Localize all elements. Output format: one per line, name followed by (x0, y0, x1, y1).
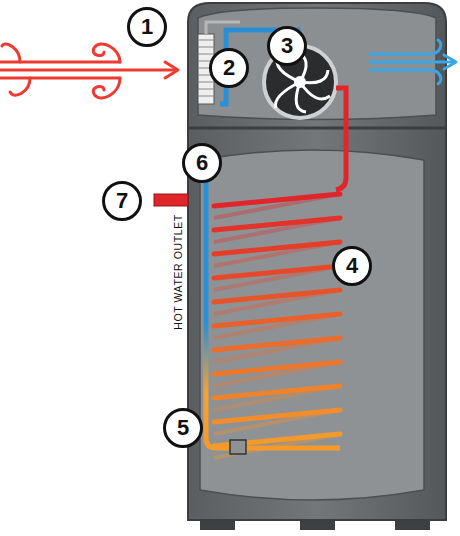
callout-circle: 4 (332, 246, 372, 286)
expansion-valve (230, 440, 246, 454)
hot-refrigerant-pipe (336, 88, 346, 190)
part-label: HOT WATER OUTLET (172, 214, 184, 330)
callout-circle: 1 (127, 7, 167, 47)
callout-number: 1 (141, 16, 153, 38)
condenser-coil (214, 194, 340, 458)
callout-number: 2 (223, 57, 235, 79)
callout-number: 4 (346, 255, 358, 277)
callout-number: 5 (177, 417, 189, 439)
callout-number: 7 (116, 190, 128, 212)
callout-circle: 5 (163, 408, 203, 448)
cool-air-arrow (370, 40, 456, 84)
callout-circle: 2 (209, 48, 249, 88)
warm-air-arrow (0, 44, 178, 98)
outlet-label: HOT WATER OUTLET (168, 214, 186, 330)
top-panel (198, 8, 436, 120)
callout-number: 6 (196, 152, 208, 174)
return-pipe (244, 446, 340, 451)
callout-circle: 7 (102, 181, 142, 221)
callout-circle: 3 (267, 26, 307, 66)
callout-number: 3 (281, 35, 293, 57)
tank (200, 150, 424, 500)
return-pipe (206, 170, 232, 448)
housing-seam (188, 127, 446, 130)
housing (188, 3, 446, 520)
callout-circle: 6 (182, 143, 222, 183)
hot-water-outlet-pipe (154, 194, 188, 206)
